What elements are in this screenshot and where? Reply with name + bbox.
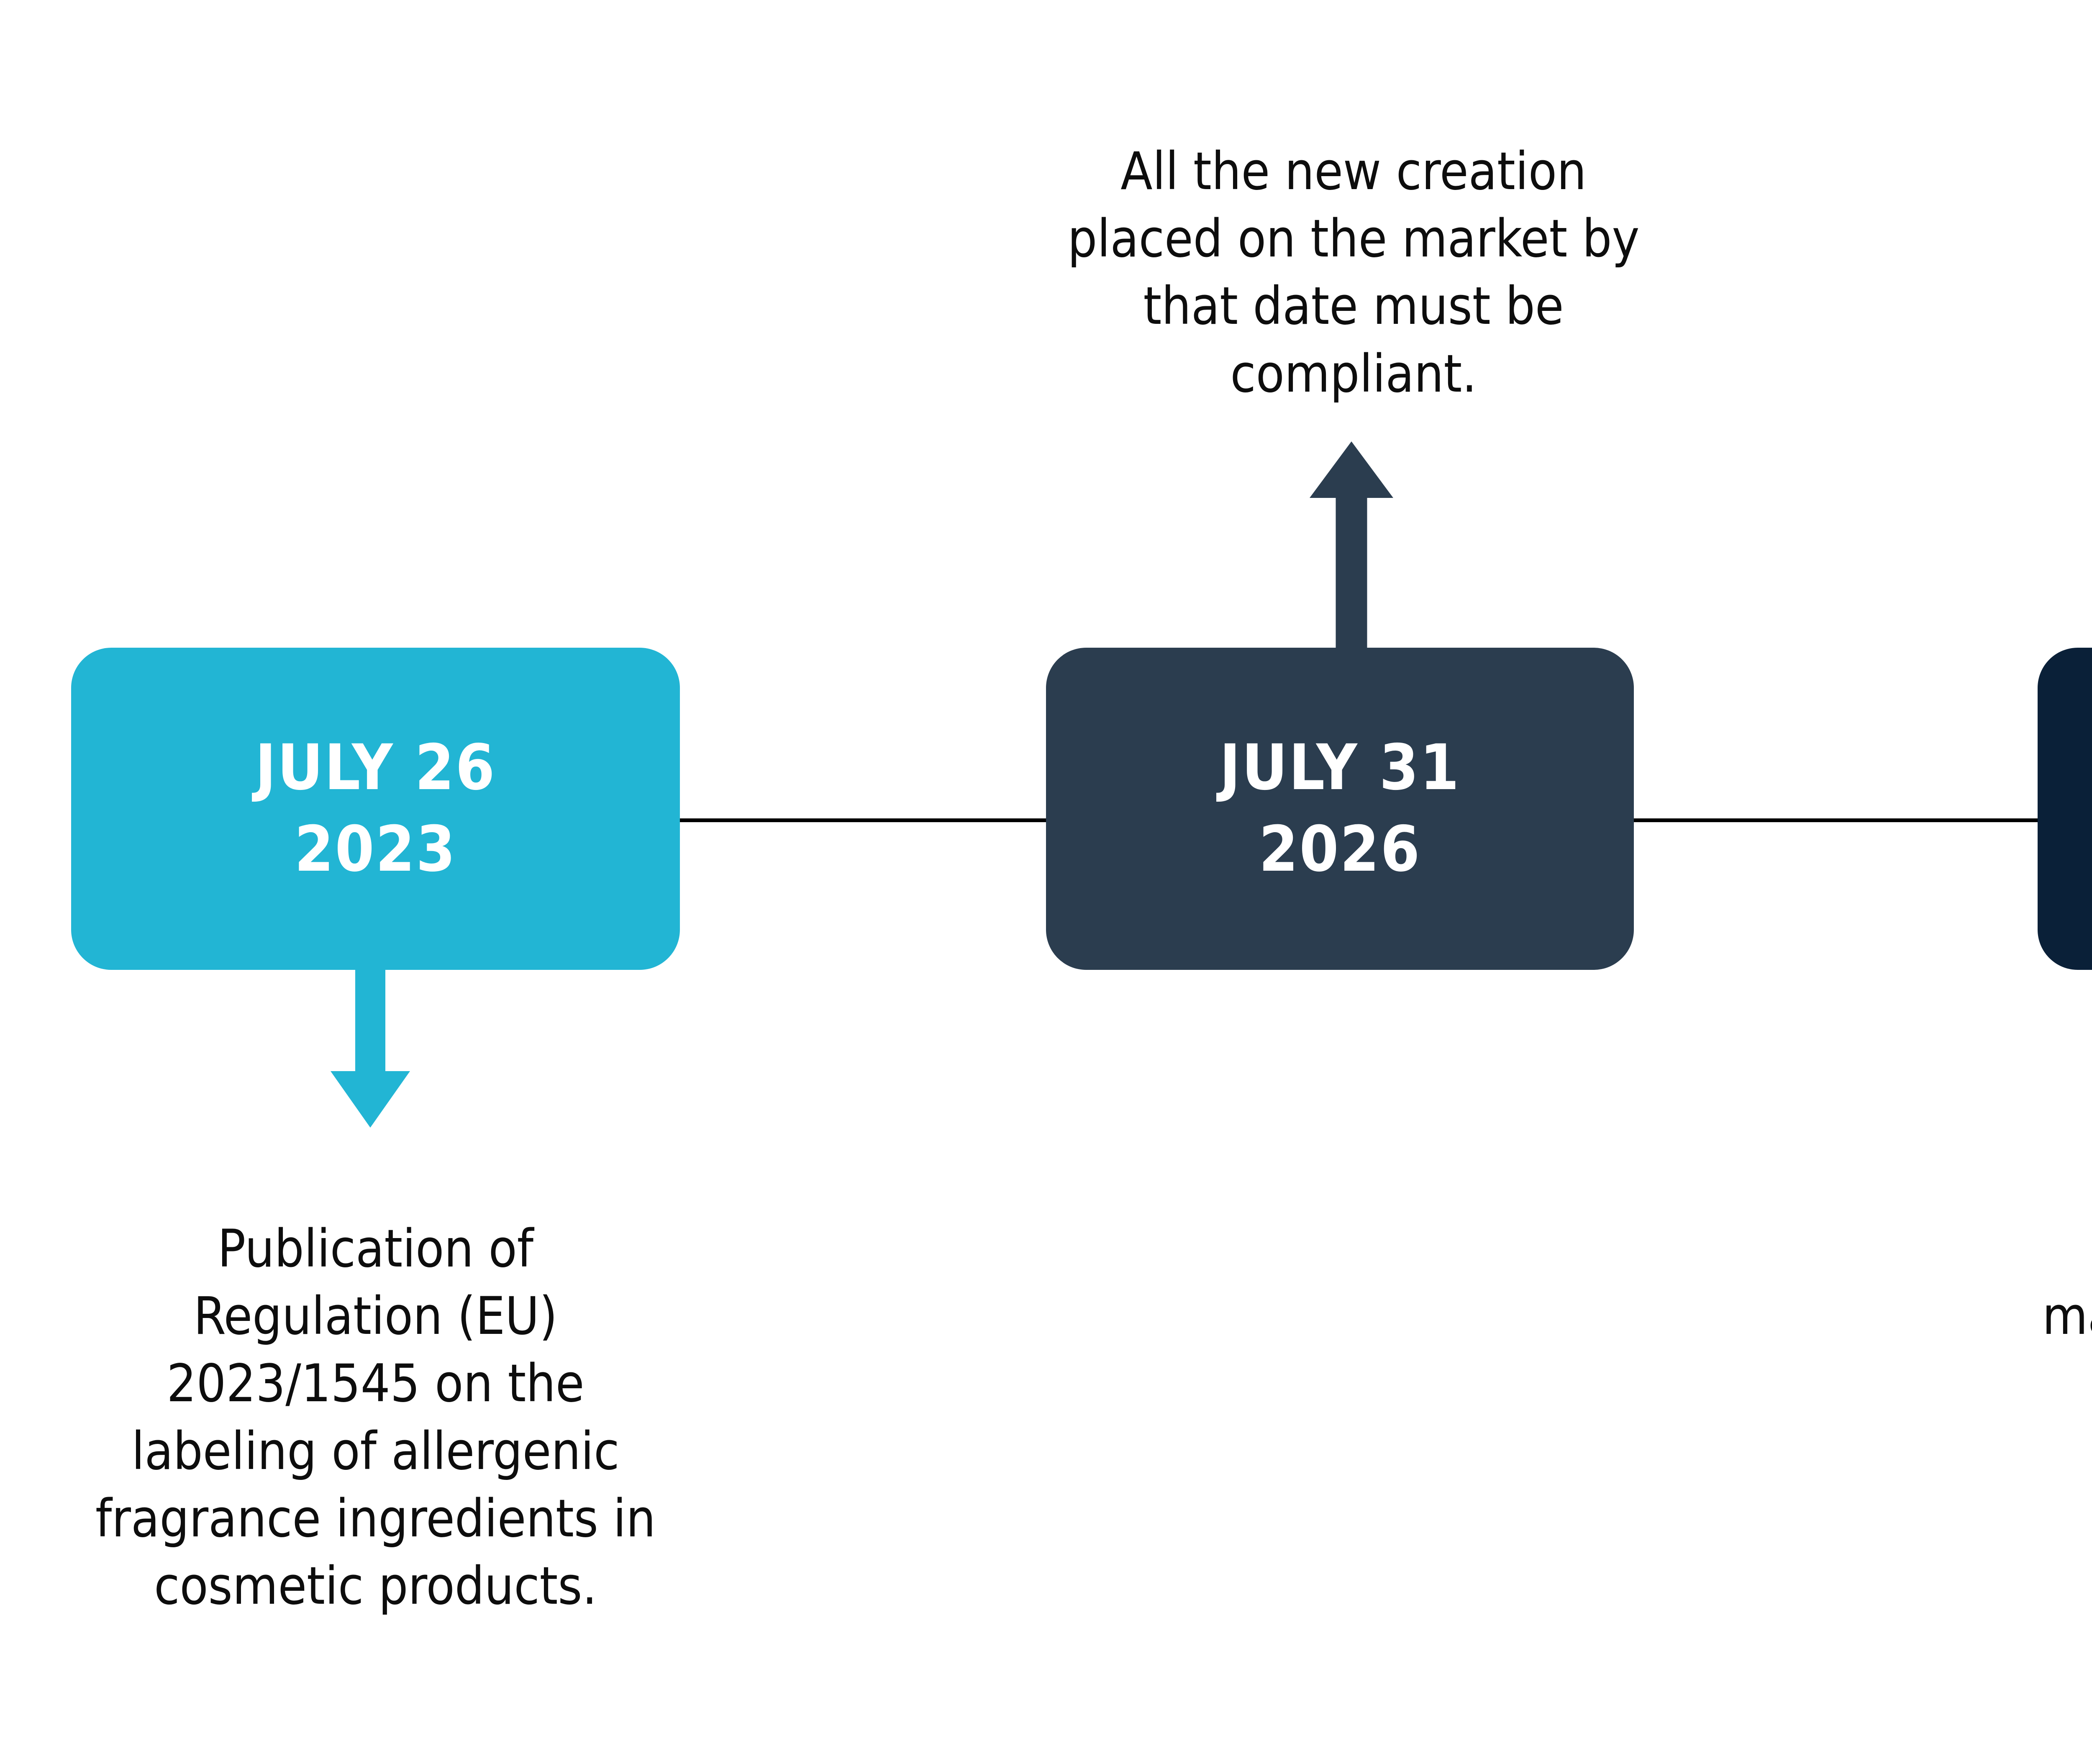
- annotation-july-26-2023: Publication of Regulation (EU) 2023/1545…: [63, 1215, 688, 1620]
- milestone-date-day: JULY 26: [255, 731, 496, 804]
- annotation-line: fragrance ingredients in: [95, 1488, 656, 1549]
- arrow-head: [1310, 441, 1393, 498]
- annotation-line: All the new creation: [1120, 141, 1587, 202]
- milestone-date-year: 2026: [1259, 813, 1421, 886]
- milestone-date-year: 2023: [294, 813, 457, 886]
- annotation-line: Regulation (EU): [193, 1286, 558, 1347]
- connector-line-2023-to-2026: [669, 818, 1056, 822]
- annotation-line: that date must be: [1143, 276, 1564, 337]
- annotation-line: cosmetic products.: [154, 1556, 597, 1616]
- connector-line-2026-to-2028: [1623, 818, 2046, 822]
- annotation-line: labeling of allergenic: [131, 1421, 620, 1482]
- annotation-line: compliant.: [1230, 344, 1477, 404]
- annotation-july-31-2026: All the new creation placed on the marke…: [1002, 138, 1705, 408]
- milestone-card-july-26-2023[interactable]: JULY 26 2023: [71, 648, 680, 970]
- arrow-shaft: [1336, 496, 1367, 663]
- annotation-line: products.: [2004, 1350, 2092, 1418]
- arrow-head: [331, 1071, 410, 1128]
- annotation-july-31-2028: Withdrawal from the market of non-compli…: [2004, 1215, 2092, 1418]
- milestone-date-day: JULY 31: [1219, 731, 1461, 804]
- up-arrow-icon-2026: [1310, 441, 1393, 663]
- milestone-card-july-31-2026[interactable]: JULY 31 2026: [1046, 648, 1634, 970]
- annotation-line: 2023/1545 on the: [167, 1354, 585, 1414]
- annotation-line: Publication of: [218, 1219, 533, 1279]
- milestone-card-july-31-2028[interactable]: JULY 31 2028: [2038, 648, 2092, 970]
- annotation-line: market of non-compliant: [2042, 1286, 2092, 1347]
- annotation-line: Withdrawal from the: [2004, 1215, 2092, 1283]
- annotation-line: placed on the market by: [1067, 209, 1640, 269]
